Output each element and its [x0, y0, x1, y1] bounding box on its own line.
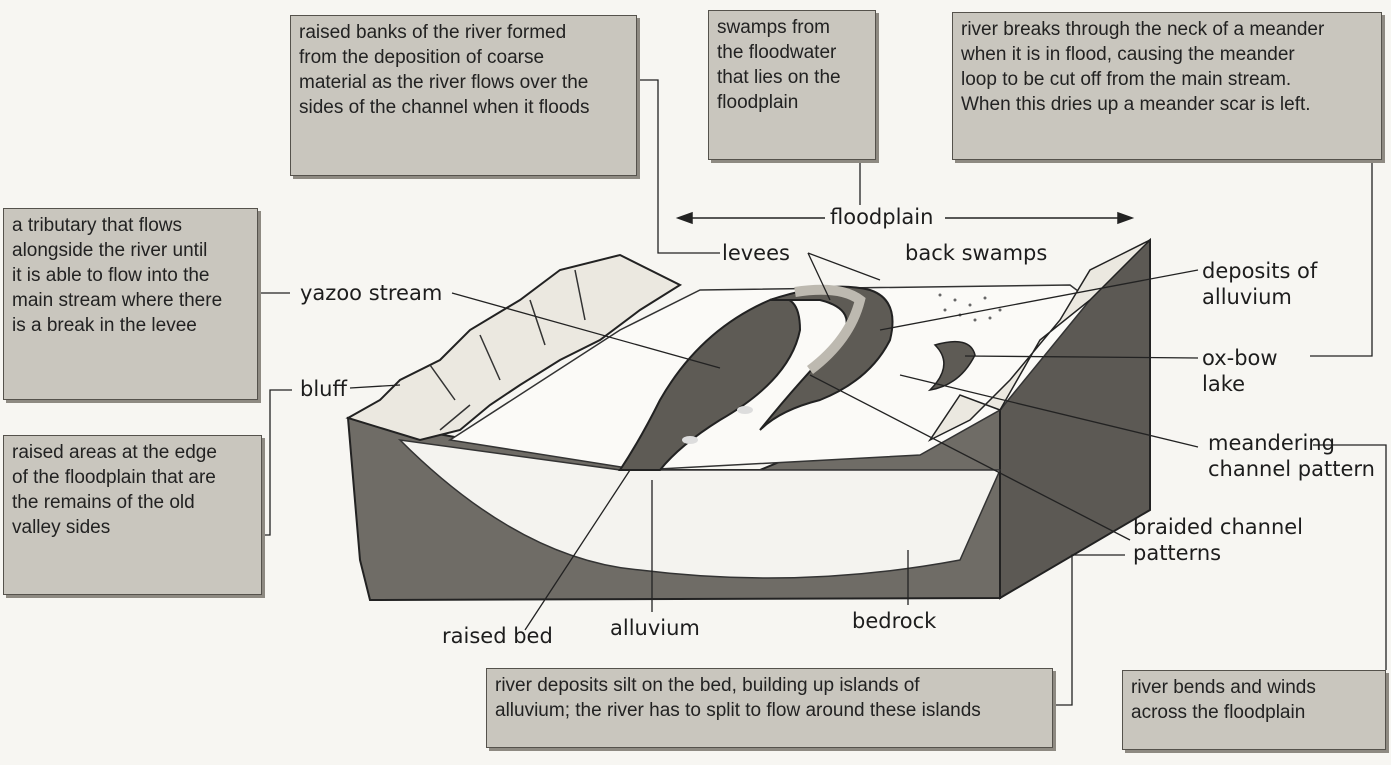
braided-island	[682, 436, 698, 444]
yazoo-note: a tributary that flows alongside the riv…	[3, 208, 258, 400]
meandering-label: meandering channel pattern	[1208, 430, 1375, 482]
deposits-label: deposits of alluvium	[1202, 258, 1317, 310]
braided-island	[737, 406, 753, 414]
yazoo-label: yazoo stream	[300, 280, 442, 306]
levees-label: levees	[722, 240, 790, 266]
levees-note: raised banks of the river formed from th…	[290, 15, 637, 176]
ox-bow-label: ox-bow lake	[1202, 345, 1278, 397]
braided-note: river deposits silt on the bed, building…	[486, 668, 1053, 748]
braided-label: braided channel patterns	[1133, 514, 1303, 566]
raised-bed-label: raised bed	[442, 623, 553, 649]
ox-bow-note: river breaks through the neck of a meand…	[952, 12, 1382, 160]
bluff-note: raised areas at the edge of the floodpla…	[3, 435, 262, 595]
bedrock-label: bedrock	[852, 608, 936, 634]
bluff-label: bluff	[300, 376, 347, 402]
meandering-note: river bends and winds across the floodpl…	[1122, 670, 1386, 750]
floodplain-label: floodplain	[830, 204, 933, 230]
back-swamps-note: swamps from the floodwater that lies on …	[708, 10, 876, 160]
alluvium-label: alluvium	[610, 615, 700, 641]
back-swamps-label: back swamps	[905, 240, 1047, 266]
